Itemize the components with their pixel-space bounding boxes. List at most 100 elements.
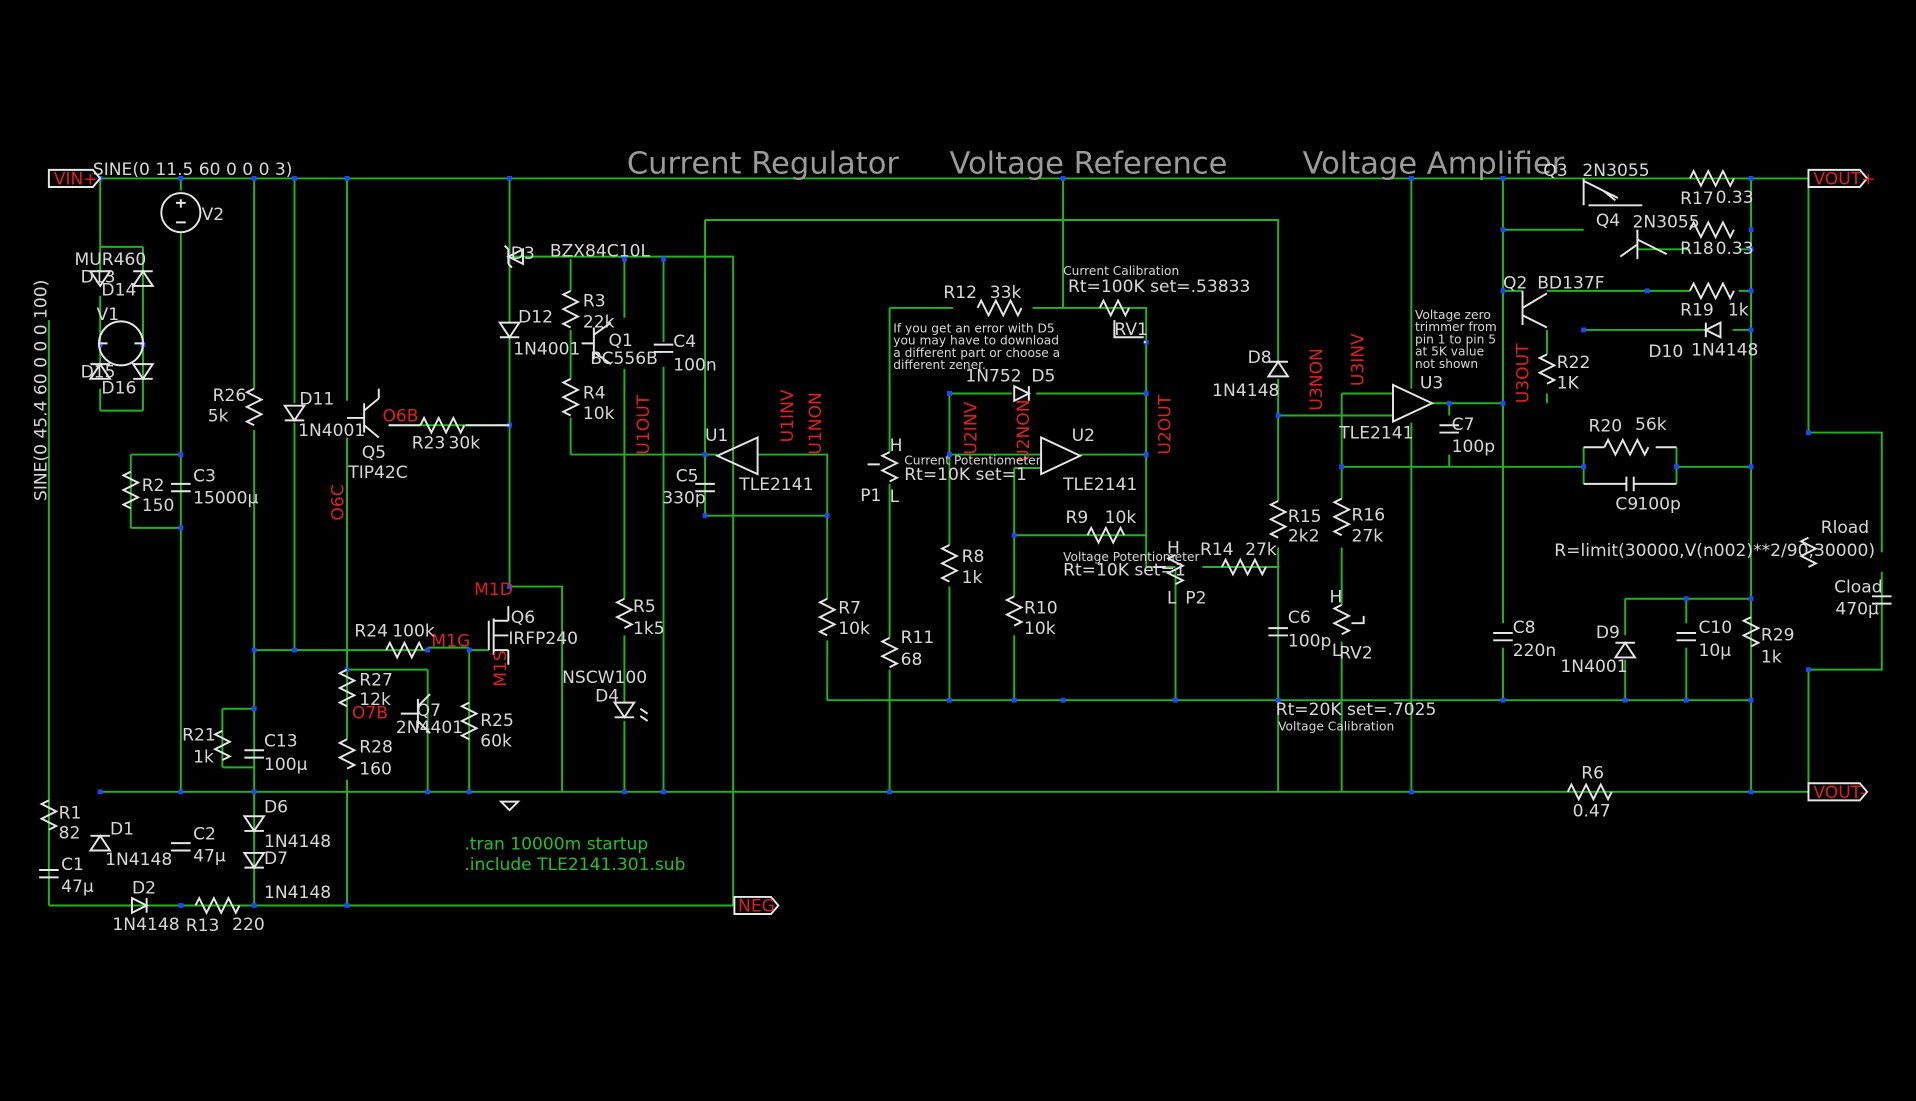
label-r24-val: 100k [392, 622, 435, 642]
label-c10-val: 10µ [1698, 641, 1731, 661]
label-c8-val: 220n [1513, 641, 1556, 661]
resistor-rload [1798, 536, 1818, 568]
label-c4: C4 [673, 332, 696, 352]
label-cload-val: 470µ [1835, 600, 1879, 620]
label-r15-val: 2k2 [1288, 526, 1320, 546]
label-r22-val: 1K [1557, 374, 1580, 394]
label-r9: R9 [1066, 508, 1089, 528]
label-r4: R4 [583, 383, 606, 403]
label-r1: R1 [59, 804, 82, 824]
net-u2inv: U2INV [961, 401, 981, 454]
net-u3non: U3NON [1307, 348, 1327, 410]
label-q5-name: Q5 [362, 443, 386, 463]
label-r19-val: 1k [1728, 300, 1749, 320]
title-voltage-reference: Voltage Reference [949, 147, 1227, 182]
label-d2: D2 [132, 878, 156, 898]
label-d3: D3 [511, 244, 535, 264]
diode-d3 [506, 247, 524, 266]
label-r7: R7 [838, 598, 861, 618]
transistor-q7 [400, 693, 431, 734]
label-r2: R2 [142, 476, 165, 496]
label-r9-val: 10k [1105, 508, 1137, 528]
label-d7: D7 [264, 849, 288, 869]
capacitor-c8 [1493, 632, 1513, 642]
label-r3-val: 22k [583, 312, 615, 332]
label-r3: R3 [583, 292, 606, 312]
pin-label: L [1167, 589, 1177, 609]
resistor-r1 [39, 799, 59, 831]
diode-d4 [612, 701, 649, 722]
resistor-r12 [976, 298, 1023, 318]
label-r6-val: 0.47 [1573, 801, 1611, 821]
label-d5: D5 [1031, 366, 1055, 386]
label-d9: D9 [1596, 623, 1620, 643]
capacitor-c4 [653, 343, 674, 353]
label-p2-title: Voltage Potentiometer [1063, 550, 1200, 564]
label-c7: C7 [1452, 415, 1475, 435]
resistor-r13 [194, 895, 241, 915]
resistor-r15 [1268, 500, 1288, 539]
label-c3: C3 [193, 466, 216, 486]
label-r27-val: 12k [359, 690, 391, 710]
resistor-r19 [1689, 281, 1735, 301]
label-r5: R5 [633, 597, 656, 617]
label-3: different zener. [893, 358, 986, 372]
label-c5: C5 [676, 466, 699, 486]
label-r25: R25 [480, 711, 514, 731]
pin-label: L [1332, 641, 1342, 661]
junction-dots [97, 175, 1811, 908]
label-d14: D14 [101, 281, 136, 301]
net-u1out: U1OUT [634, 394, 654, 454]
label-rv2: RV2 [1339, 644, 1373, 664]
label-r17: R17 [1680, 189, 1714, 209]
label-r14-val: 27k [1245, 540, 1277, 560]
capacitor-c10 [1676, 632, 1697, 642]
net-m1d: M1D [474, 580, 513, 600]
label-c6: C6 [1288, 608, 1311, 628]
mosfet-q6 [487, 606, 510, 665]
net-o6b: O6B [382, 407, 418, 427]
label-d1: D1 [110, 820, 134, 840]
label-r20: R20 [1589, 416, 1623, 436]
net-u2out: U2OUT [1156, 394, 1176, 454]
label-r11: R11 [901, 628, 935, 648]
pin-label: H [890, 436, 903, 456]
label-q3-model: 2N3055 [1582, 161, 1649, 181]
label-d16: D16 [101, 378, 136, 398]
label-c2: C2 [193, 824, 216, 844]
label-volt-cal: Voltage Calibration [1278, 720, 1394, 734]
label-cur-cal: Current Calibration [1063, 264, 1179, 278]
label-0: If you get an error with D5 [893, 321, 1054, 335]
resistor-r17 [1689, 168, 1735, 188]
label-r28: R28 [359, 738, 393, 758]
label-r1-val: 82 [59, 823, 81, 843]
pin-label: L [890, 487, 900, 507]
label-u3: U3 [1420, 374, 1443, 394]
v2-name: V2 [202, 205, 225, 225]
label-c2-val: 47µ [193, 846, 226, 866]
label-r15: R15 [1288, 507, 1322, 527]
opamp-u1 [714, 435, 759, 476]
pot-p2 [1153, 553, 1186, 585]
label-p1: P1 [860, 486, 881, 506]
zener-d3-bend [503, 244, 513, 269]
label-rv2-set: Rt=20K set=.7025 [1276, 700, 1437, 720]
label-u1: U1 [705, 426, 728, 446]
label-d13-model: MUR460 [75, 250, 147, 270]
label-q1-model: BC556B [590, 349, 658, 369]
label-c8: C8 [1513, 618, 1536, 638]
resistor-r2 [121, 470, 141, 510]
label-d4-model: NSCW100 [562, 668, 647, 688]
net-vin-plus: VIN+ [54, 170, 98, 190]
label-3: at 5K value [1415, 345, 1484, 359]
label-p1-set: Rt=10K set=1 [904, 465, 1027, 485]
label-r21-val: 1k [193, 748, 214, 768]
resistor-r22 [1537, 353, 1557, 385]
title-current-regulator: Current Regulator [627, 147, 900, 182]
net-neg: NEG [738, 897, 775, 917]
resistor-r26 [244, 387, 264, 427]
label-c10: C10 [1698, 618, 1732, 638]
label-p1-title: Current Potentiometer [904, 453, 1041, 467]
label-r28-val: 160 [359, 760, 392, 780]
label-r8: R8 [962, 547, 985, 567]
